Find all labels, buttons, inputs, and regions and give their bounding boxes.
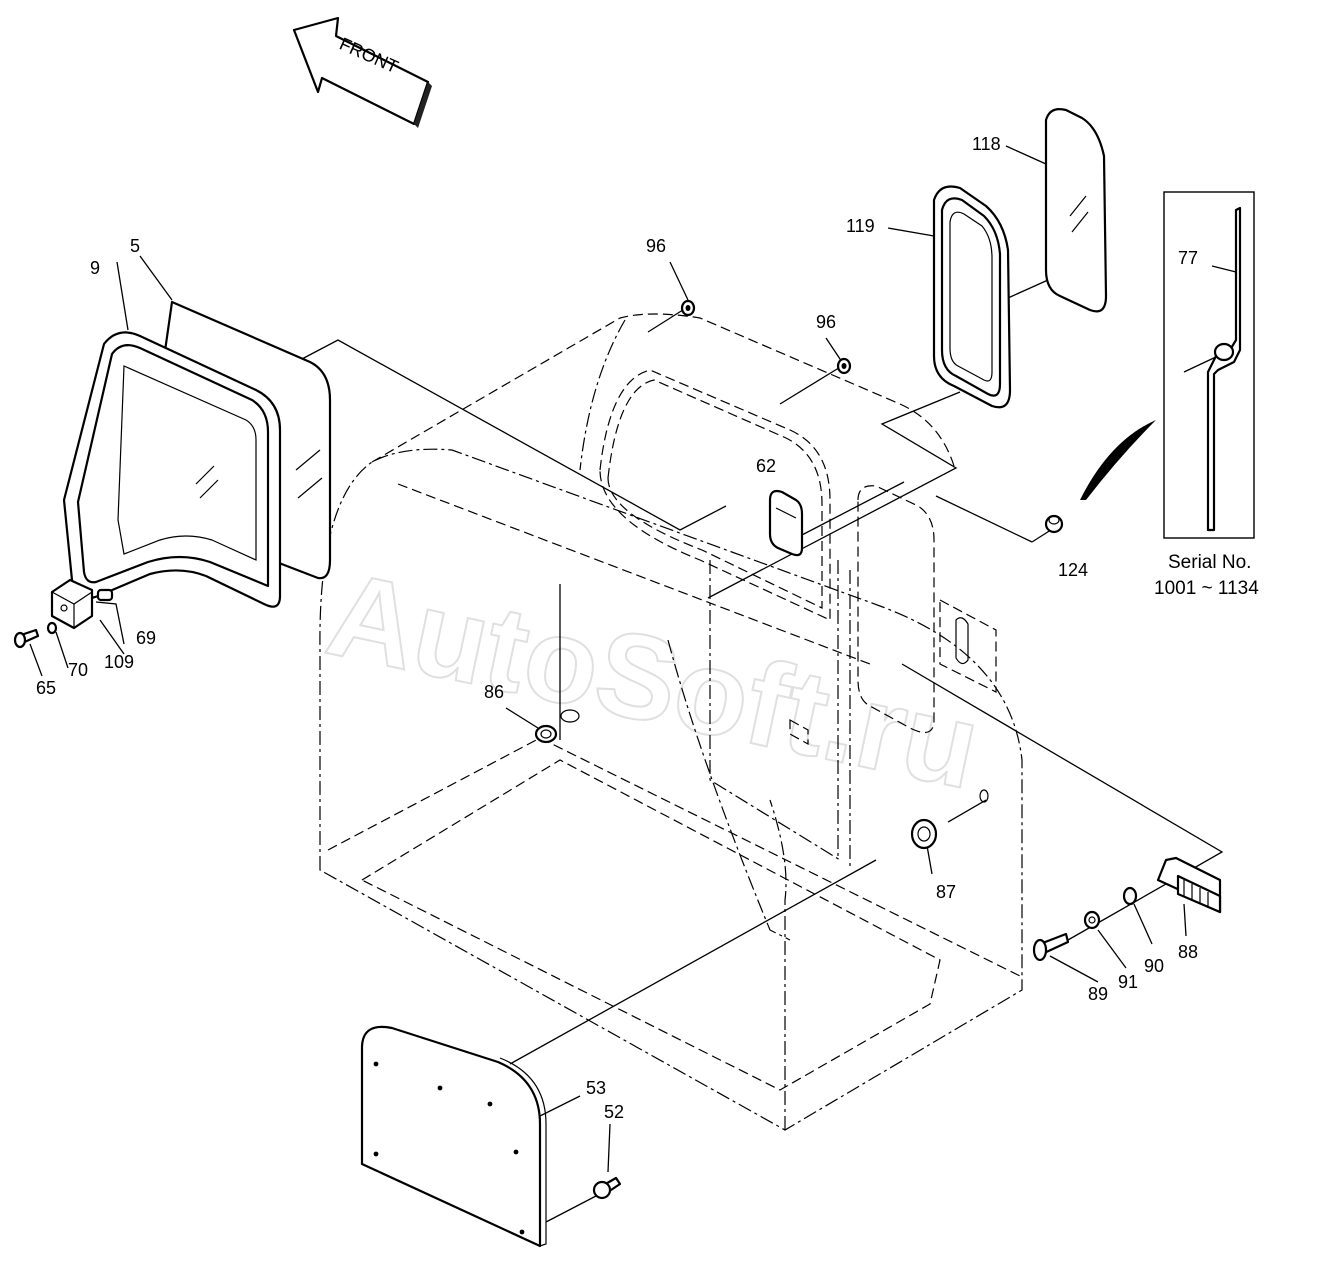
antenna-mount-cap xyxy=(1044,514,1064,534)
window-seal xyxy=(62,331,282,608)
callout-70: 70 xyxy=(68,660,88,680)
inset-caption-line1: Serial No. xyxy=(1168,552,1251,573)
callout-96-upper: 96 xyxy=(646,236,666,256)
callout-109: 109 xyxy=(104,652,134,672)
callout-118: 118 xyxy=(972,134,1001,154)
callout-69: 69 xyxy=(136,628,156,648)
seal-ring xyxy=(910,789,989,850)
watermark: AutoSoft.ru xyxy=(317,546,990,814)
callout-65: 65 xyxy=(36,678,56,698)
callout-53: 53 xyxy=(586,1078,606,1098)
callout-5: 5 xyxy=(130,236,140,256)
callout-9: 9 xyxy=(90,258,100,278)
callout-119: 119 xyxy=(846,216,875,236)
leader-lines xyxy=(29,145,1237,1223)
callout-87: 87 xyxy=(936,882,956,902)
front-arrow: FRONT xyxy=(292,16,432,128)
callout-124: 124 xyxy=(1058,560,1088,580)
grommet-floor xyxy=(534,709,580,744)
grommets-96 xyxy=(680,299,852,375)
plate-bolt xyxy=(592,1176,622,1200)
interior-lamp xyxy=(768,489,804,557)
bracket-assembly xyxy=(13,578,114,649)
callout-52: 52 xyxy=(604,1102,624,1122)
inset-caption-line2: 1001 ~ 1134 xyxy=(1154,578,1259,599)
antenna-inset xyxy=(1080,191,1255,539)
side-window-seal xyxy=(932,185,1012,409)
callout-86: 86 xyxy=(484,682,504,702)
side-glass xyxy=(1044,108,1108,313)
callout-62: 62 xyxy=(756,456,776,476)
callout-77: 77 xyxy=(1178,248,1198,268)
callout-91: 91 xyxy=(1118,972,1138,992)
callout-89: 89 xyxy=(1088,984,1108,1004)
callout-96-lower: 96 xyxy=(816,312,836,332)
door-latch-assembly xyxy=(1032,856,1222,962)
floor-cover-plate xyxy=(360,1025,547,1248)
callout-90: 90 xyxy=(1144,956,1164,976)
callout-labels: 9 5 96 96 118 119 77 62 124 69 109 70 65… xyxy=(36,134,1198,1122)
callout-88: 88 xyxy=(1178,942,1198,962)
